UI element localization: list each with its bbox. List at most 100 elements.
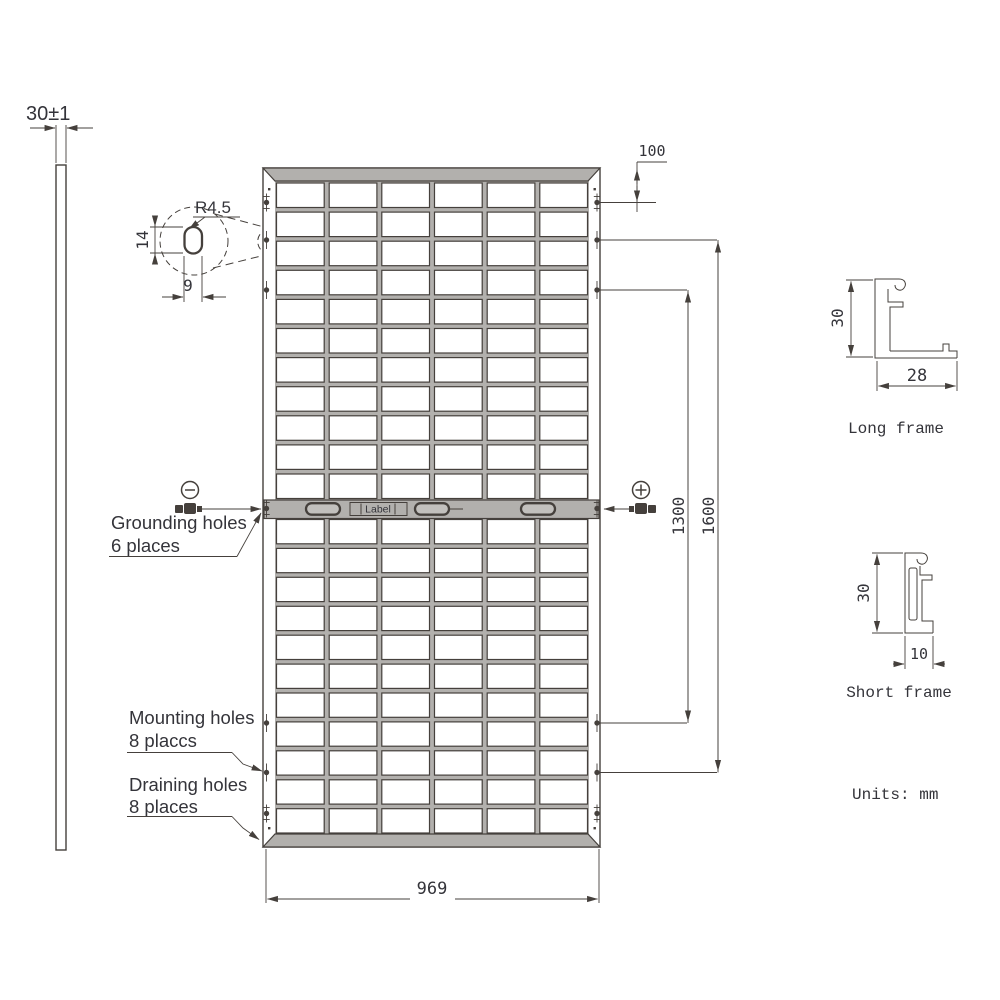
minus-polarity-icon: [180, 480, 200, 500]
solar-cell: [275, 357, 325, 383]
solar-cell: [328, 576, 378, 603]
short-frame-profile: [904, 552, 933, 634]
mounting-holes-callout: Mounting holes 8 placcs: [127, 707, 263, 772]
draining-holes-callout: Draining holes 8 places: [127, 774, 260, 840]
solar-cell: [486, 721, 536, 747]
solar-cell: [381, 779, 431, 805]
junction-box-slot: [304, 502, 342, 516]
solar-cell: [381, 808, 431, 834]
solar-cell: [328, 808, 378, 834]
solar-cell: [486, 415, 536, 441]
solar-cell: [275, 182, 325, 209]
dim-969-text: 969: [417, 879, 448, 899]
solar-cell: [381, 240, 431, 267]
junction-box-slot: [519, 502, 557, 516]
panel-edge-profile: [55, 164, 67, 851]
mounting-hole-marker: [263, 714, 270, 732]
dimension-100: 100: [600, 142, 667, 212]
solar-cell: [275, 547, 325, 574]
negative-lead: [175, 480, 262, 514]
slot-height-text: 14: [133, 230, 152, 249]
grounding-hole-marker: [263, 499, 270, 518]
slot-width-text: 9: [183, 276, 193, 295]
solar-cell: [433, 298, 483, 325]
solar-cell: [275, 605, 325, 632]
solar-cell: [433, 386, 483, 412]
solar-cell: [328, 298, 378, 325]
solar-cell: [328, 473, 378, 500]
solar-cell: [539, 415, 589, 441]
short-frame-width-text: 10: [910, 645, 928, 663]
solar-cell: [381, 327, 431, 354]
solar-cell: [486, 547, 536, 574]
solar-cell: [539, 634, 589, 661]
solar-cell: [381, 182, 431, 209]
solar-cell-grid: [275, 182, 589, 834]
solar-cell: [275, 240, 325, 267]
solar-cell: [433, 634, 483, 661]
solar-cell: [539, 386, 589, 412]
solar-cell: [486, 327, 536, 354]
long-frame-caption: Long frame: [848, 420, 944, 438]
solar-cell: [539, 808, 589, 834]
solar-cell: [328, 444, 378, 470]
solar-cell: [433, 182, 483, 209]
solar-cell: [433, 721, 483, 747]
solar-cell: [328, 518, 378, 545]
solar-cell: [486, 779, 536, 805]
long-frame-profile: [874, 278, 957, 359]
solar-cell: [328, 269, 378, 296]
solar-cell: [275, 634, 325, 661]
solar-cell: [381, 473, 431, 500]
solar-cell: [328, 605, 378, 632]
solar-cell: [539, 240, 589, 267]
solar-cell: [433, 779, 483, 805]
solar-cell: [275, 692, 325, 718]
solar-cell: [275, 721, 325, 747]
solar-cell: [433, 605, 483, 632]
solar-cell: [486, 298, 536, 325]
solar-cell: [433, 444, 483, 470]
solar-cell: [539, 692, 589, 718]
mounting-hole-marker: [594, 231, 600, 249]
solar-cell: [486, 750, 536, 776]
long-frame-height-text: 30: [828, 308, 847, 327]
solar-cell: [275, 415, 325, 441]
grounding-holes-label: Grounding holes: [111, 512, 247, 533]
slot-detail-view: R4.5 14 9: [133, 198, 283, 302]
mounting-holes-count: 8 placcs: [129, 730, 197, 751]
solar-cell: [381, 721, 431, 747]
solar-cell: [381, 605, 431, 632]
solar-cell: [275, 750, 325, 776]
solar-cell: [539, 547, 589, 574]
mounting-hole-marker: [594, 763, 600, 782]
thickness-dim-text: 30±1: [26, 103, 70, 125]
dimension-1300: 1300: [600, 289, 692, 724]
solar-cell: [486, 386, 536, 412]
solar-cell: [275, 576, 325, 603]
solar-cell: [539, 211, 589, 238]
solar-cell: [381, 634, 431, 661]
solar-cell: [486, 444, 536, 470]
grounding-hole-marker: [593, 499, 601, 518]
solar-cell: [381, 692, 431, 718]
mounting-hole-marker: [594, 714, 600, 732]
solar-cell: [275, 473, 325, 500]
solar-cell: [486, 182, 536, 209]
solar-cell: [433, 576, 483, 603]
solar-cell: [539, 444, 589, 470]
positive-lead: [603, 480, 656, 514]
dim-1600-text: 1600: [699, 497, 718, 536]
solar-cell: [433, 473, 483, 500]
solar-cell: [381, 547, 431, 574]
solar-cell: [433, 357, 483, 383]
solar-cell: [275, 269, 325, 296]
solar-cell: [433, 269, 483, 296]
solar-cell: [275, 298, 325, 325]
solar-cell: [539, 750, 589, 776]
short-frame-height-text: 30: [854, 583, 873, 602]
solar-cell: [381, 444, 431, 470]
solar-cell: [328, 634, 378, 661]
solar-cell: [539, 473, 589, 500]
